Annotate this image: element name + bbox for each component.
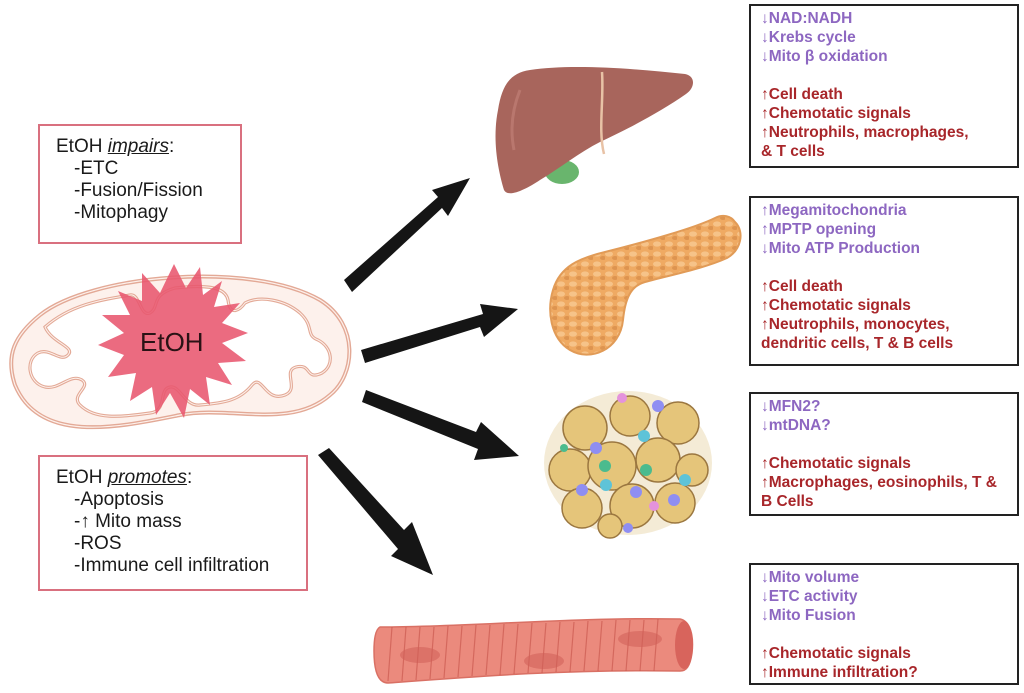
arrow-to-liver xyxy=(344,178,470,292)
etoh-label: EtOH xyxy=(140,327,204,357)
promotes-emphasis: promotes xyxy=(107,467,187,488)
pancreas-icon xyxy=(549,214,742,356)
muscle-mito-effect: ↓Mito volume xyxy=(761,569,860,586)
pancreas-immune-effect: ↑Cell death xyxy=(761,278,843,295)
arrow-to-pancreas xyxy=(361,304,518,363)
nucleus-icon xyxy=(618,631,662,647)
impairs-item: -Fusion/Fission xyxy=(74,180,203,201)
liver-immune-effect: ↑Neutrophils, macrophages, xyxy=(761,124,969,141)
liver-immune-effect: ↑Chemotatic signals xyxy=(761,105,911,122)
liver-icon xyxy=(495,67,693,194)
impairs-title: EtOH impairs: xyxy=(56,136,175,157)
liver-immune-effect: ↑Cell death xyxy=(761,86,843,103)
impairs-item: -Mitophagy xyxy=(74,202,168,223)
fiber-end-icon xyxy=(675,621,693,669)
muscle-fiber-illustration xyxy=(373,617,694,684)
adipocytes xyxy=(548,395,709,539)
promotes-item: -Immune cell infiltration xyxy=(74,555,270,576)
nucleus-icon xyxy=(400,647,440,663)
liver-mito-effect: ↓Krebs cycle xyxy=(761,29,856,46)
liver-immune-effect: & T cells xyxy=(761,143,825,160)
arrow-to-adipose xyxy=(362,390,519,460)
muscle-effects-box: ↓Mito volume ↓ETC activity ↓Mito Fusion … xyxy=(749,563,1019,685)
promotes-box: EtOH promotes: -Apoptosis -↑ Mito mass -… xyxy=(38,455,308,591)
liver-effects-box: ↓NAD:NADH ↓Krebs cycle ↓Mito β oxidation… xyxy=(749,4,1019,168)
adipose-tissue-illustration xyxy=(544,391,712,539)
liver-illustration xyxy=(495,67,693,194)
muscle-immune-effect: ↑Immune infiltration? xyxy=(761,664,918,681)
impairs-box: EtOH impairs: -ETC -Fusion/Fission -Mito… xyxy=(38,124,242,244)
mitochondrion-illustration xyxy=(9,264,352,430)
impairs-item: -ETC xyxy=(74,158,119,179)
adipose-effects-box: ↓MFN2? ↓mtDNA? ↑Chemotatic signals ↑Macr… xyxy=(749,392,1019,516)
adipose-mito-effect: ↓MFN2? xyxy=(761,398,821,415)
immune-cells xyxy=(560,393,691,533)
impairs-emphasis: impairs xyxy=(107,136,169,157)
nucleus-icon xyxy=(524,653,564,669)
pancreas-mito-effect: ↑Megamitochondria xyxy=(761,202,907,219)
liver-mito-effect: ↓NAD:NADH xyxy=(761,10,853,27)
promotes-item: -↑ Mito mass xyxy=(74,511,182,532)
pancreas-illustration xyxy=(549,214,742,356)
etoh-burst-icon xyxy=(98,264,248,418)
pancreas-mito-effect: ↑MPTP opening xyxy=(761,221,877,238)
adipose-immune-effect: ↑Chemotatic signals xyxy=(761,455,911,472)
muscle-mito-effect: ↓ETC activity xyxy=(761,588,858,605)
adipose-immune-effect: ↑Macrophages, eosinophils, T & xyxy=(761,474,997,491)
promotes-title: EtOH promotes: xyxy=(56,467,193,488)
pancreas-effects-box: ↑Megamitochondria ↑MPTP opening ↓Mito AT… xyxy=(749,196,1019,366)
liver-mito-effect: ↓Mito β oxidation xyxy=(761,48,888,65)
pancreas-immune-effect: dendritic cells, T & B cells xyxy=(761,335,954,352)
arrow-to-muscle xyxy=(318,448,433,575)
promotes-item: -ROS xyxy=(74,533,122,554)
muscle-mito-effect: ↓Mito Fusion xyxy=(761,607,856,624)
pancreas-mito-effect: ↓Mito ATP Production xyxy=(761,240,921,257)
adipose-immune-effect: B Cells xyxy=(761,493,814,510)
adipose-mito-effect: ↓mtDNA? xyxy=(761,417,831,434)
pancreas-immune-effect: ↑Chemotatic signals xyxy=(761,297,911,314)
promotes-item: -Apoptosis xyxy=(74,489,164,510)
pancreas-immune-effect: ↑Neutrophils, monocytes, xyxy=(761,316,950,333)
muscle-immune-effect: ↑Chemotatic signals xyxy=(761,645,911,662)
